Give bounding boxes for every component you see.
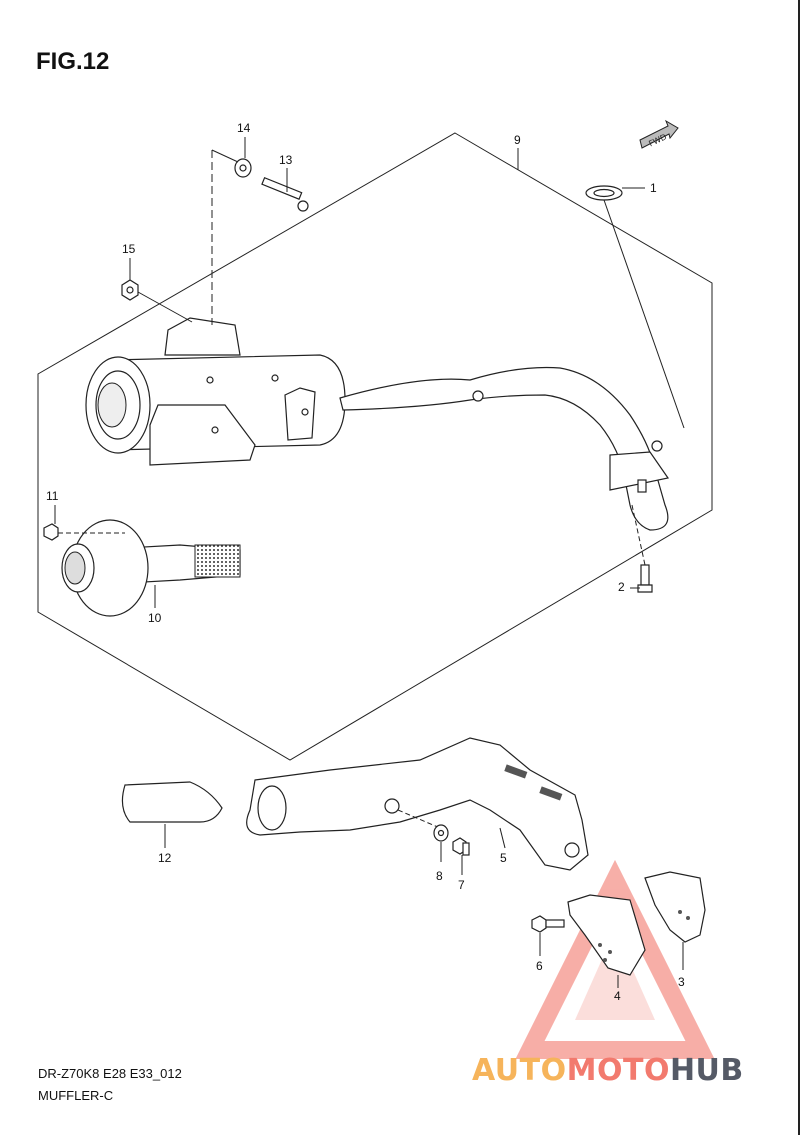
figure-name: MUFFLER-C xyxy=(38,1088,114,1103)
brand-part-moto: MOTO xyxy=(566,1053,670,1088)
part-muffler xyxy=(85,317,346,466)
model-code: DR-Z70K8 E28 E33_012 xyxy=(38,1066,182,1081)
leader-2 xyxy=(631,504,646,566)
part-bolt-2 xyxy=(637,564,653,593)
fwd-arrow-icon: FWD xyxy=(639,119,679,149)
brand-part-auto: AUTO xyxy=(472,1053,567,1088)
part-exhaust-pipe xyxy=(339,366,670,531)
part-bolt-13 xyxy=(261,176,309,212)
callout-4: 4 xyxy=(614,989,621,1003)
callout-6: 6 xyxy=(536,959,543,973)
brand-part-hub: HUB xyxy=(669,1053,744,1088)
callout-7: 7 xyxy=(458,878,465,892)
callout-3: 3 xyxy=(678,975,685,989)
part-washer-14 xyxy=(234,158,252,178)
callout-2: 2 xyxy=(618,580,625,594)
part-nut-15 xyxy=(121,279,139,301)
callout-10: 10 xyxy=(148,611,162,625)
callout-12: 12 xyxy=(158,851,172,865)
assembly-outline xyxy=(37,132,713,761)
part-bolt-7 xyxy=(452,837,470,856)
callout-11: 11 xyxy=(46,489,59,503)
leader-1b xyxy=(603,199,685,429)
callout-9: 9 xyxy=(514,133,521,147)
callout-8: 8 xyxy=(436,869,443,883)
part-bolt-6 xyxy=(531,915,565,933)
part-heat-shield-5 xyxy=(246,737,589,871)
leader-15b xyxy=(137,291,193,323)
part-shield-3 xyxy=(644,871,706,943)
part-washer-8 xyxy=(433,824,449,842)
callout-14: 14 xyxy=(237,121,251,135)
part-gasket xyxy=(585,185,623,201)
figure-title: FIG.12 xyxy=(36,48,110,75)
part-spark-arrester xyxy=(61,519,241,617)
callout-13: 13 xyxy=(279,153,293,167)
part-shield-4 xyxy=(567,894,646,976)
part-cover-12 xyxy=(121,781,223,823)
leader-5 xyxy=(499,827,506,849)
callout-5: 5 xyxy=(500,851,507,865)
callout-1: 1 xyxy=(650,181,657,195)
part-bolt-11 xyxy=(43,523,59,541)
watermark-logo-icon xyxy=(515,859,715,1059)
leader-mount-b xyxy=(211,149,239,163)
watermark-brand: AUTOMOTOHUB xyxy=(472,1053,744,1088)
callout-15: 15 xyxy=(122,242,136,256)
